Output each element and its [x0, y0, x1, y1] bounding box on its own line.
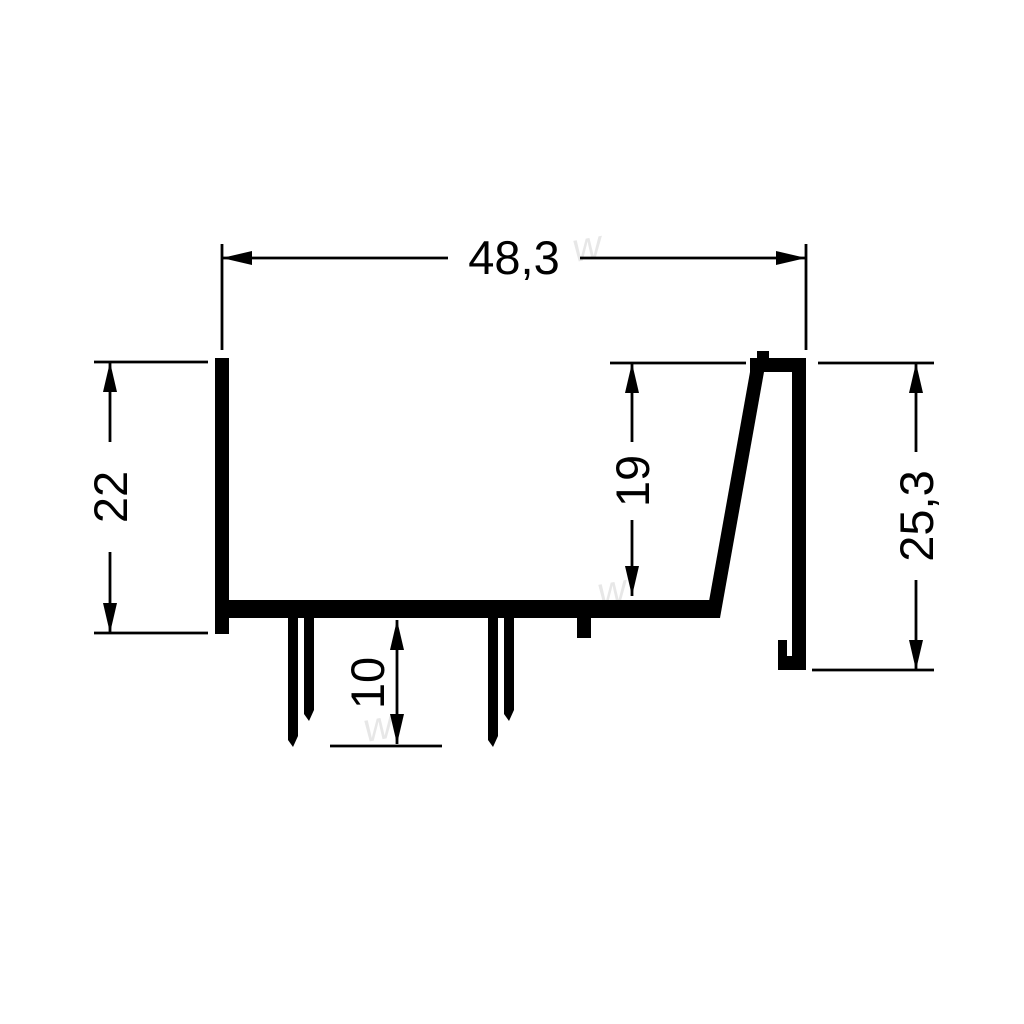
dim-253-arrow-up: [909, 363, 923, 393]
dim-253-label: 25,3: [890, 470, 943, 561]
watermark-fragment: w: [569, 222, 608, 271]
profile-foot-lip: [778, 640, 787, 670]
dim-inner-height: 19: [606, 361, 746, 596]
dim-19-arrow-down: [625, 566, 639, 596]
dim-overall-width: 48,3: [220, 231, 808, 350]
dim-22-label: 22: [84, 471, 137, 523]
dim-19-arrow-up: [625, 363, 639, 393]
dim-width-arrow-right: [776, 251, 806, 265]
dim-width-arrow-left: [222, 251, 252, 265]
dim-253-arrow-down: [909, 640, 923, 670]
profile-leg2-left-wall: [488, 618, 498, 747]
dim-10-label: 10: [341, 657, 394, 709]
profile-top-plate: [750, 358, 806, 372]
dim-10-arrow-down: [390, 714, 404, 744]
profile-top-lip: [757, 351, 769, 359]
profile-leg1-left-wall: [288, 618, 298, 747]
dim-22-arrow-up: [103, 362, 117, 392]
dim-left-wall-height: 22: [84, 360, 208, 635]
profile-outline: [215, 351, 806, 747]
dim-right-side-height: 25,3: [812, 361, 943, 672]
profile-leg2-right-wall: [504, 618, 514, 721]
profile-right-wall: [792, 372, 806, 670]
dim-10-arrow-up: [390, 620, 404, 650]
profile-web: [229, 600, 720, 618]
profile-stub: [577, 618, 591, 638]
dim-22-arrow-down: [103, 603, 117, 633]
profile-left-wall: [215, 358, 229, 634]
dim-leg-depth: 10: [330, 620, 442, 748]
profile-leg1-right-wall: [304, 618, 314, 721]
dim-width-label: 48,3: [468, 231, 559, 284]
profile-slanted-wall: [706, 372, 764, 618]
dim-19-label: 19: [606, 455, 659, 507]
